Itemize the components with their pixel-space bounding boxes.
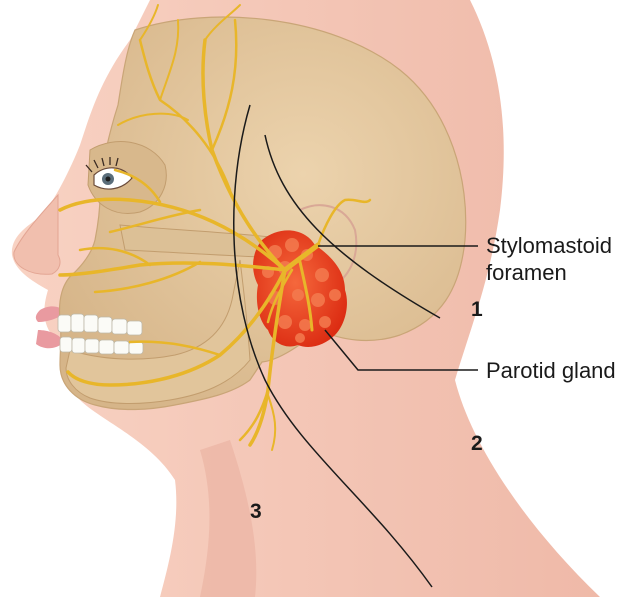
stylomastoid-label-line1: Stylomastoid (486, 232, 612, 259)
number-3-label: 3 (250, 500, 262, 524)
pupil (106, 177, 111, 182)
parotid-gland-label: Parotid gland (486, 357, 616, 384)
stylomastoid-label: Stylomastoid foramen (486, 232, 612, 286)
stylomastoid-label-line2: foramen (486, 259, 612, 286)
number-1-label: 1 (471, 298, 483, 322)
number-2-label: 2 (471, 432, 483, 456)
